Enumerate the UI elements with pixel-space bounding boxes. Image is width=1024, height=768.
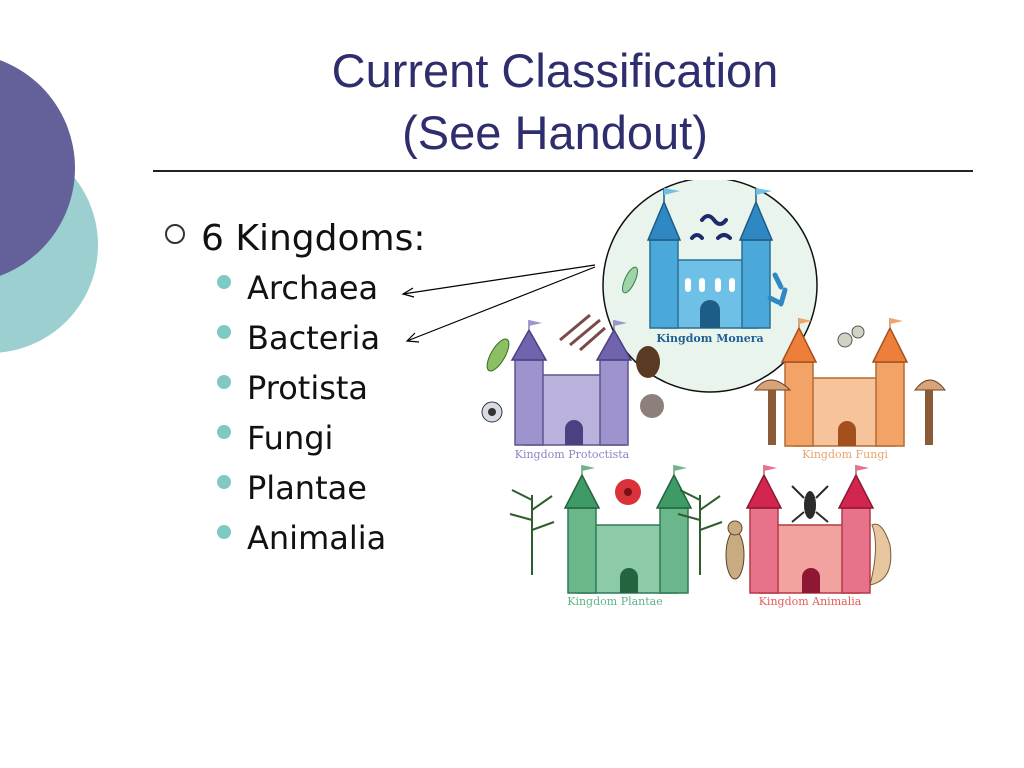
label-fungi: Kingdom Fungi bbox=[802, 448, 888, 461]
pointer-arrows bbox=[401, 264, 596, 343]
fungi-castle-group: Kingdom Fungi bbox=[753, 318, 947, 461]
label-animalia: Kingdom Animalia bbox=[759, 595, 862, 608]
item-text: Archaea bbox=[247, 269, 379, 307]
dot-bullet-icon bbox=[217, 325, 231, 339]
slide-title: Current Classification (See Handout) bbox=[200, 40, 910, 164]
title-line-1: Current Classification bbox=[331, 44, 779, 97]
monera-castle-group: Kingdom Monera bbox=[602, 180, 818, 393]
dot-bullet-icon bbox=[217, 275, 231, 289]
item-text: Animalia bbox=[247, 519, 387, 557]
protoctista-castle-group: Kingdom Protoctista bbox=[481, 313, 664, 461]
label-monera: Kingdom Monera bbox=[656, 332, 763, 345]
item-text: Plantae bbox=[247, 469, 367, 507]
dot-bullet-icon bbox=[217, 425, 231, 439]
dot-bullet-icon bbox=[217, 475, 231, 489]
plantae-castle-group: Kingdom Plantae bbox=[509, 465, 723, 608]
list-item-animalia: Animalia bbox=[217, 513, 425, 563]
list-item-bacteria: Bacteria bbox=[217, 313, 425, 363]
label-plantae: Kingdom Plantae bbox=[567, 595, 663, 608]
bullet-text: 6 Kingdoms: bbox=[201, 217, 426, 259]
item-text: Protista bbox=[247, 369, 369, 407]
list-item-fungi: Fungi bbox=[217, 413, 425, 463]
item-text: Fungi bbox=[247, 419, 334, 457]
title-divider bbox=[153, 170, 973, 172]
item-text: Bacteria bbox=[247, 319, 381, 357]
bullet-kingdoms: 6 Kingdoms: bbox=[165, 213, 425, 263]
title-line-2: (See Handout) bbox=[402, 106, 708, 159]
dot-bullet-icon bbox=[217, 525, 231, 539]
kingdoms-castle-illustration: Kingdom Monera Kingdom Protoctista bbox=[481, 180, 947, 608]
dot-bullet-icon bbox=[217, 375, 231, 389]
bullet-list: 6 Kingdoms: Archaea Bacteria Protista Fu… bbox=[165, 213, 425, 563]
decorative-circles bbox=[0, 60, 98, 353]
list-item-archaea: Archaea bbox=[217, 263, 425, 313]
list-item-plantae: Plantae bbox=[217, 463, 425, 513]
hollow-circle-bullet-icon bbox=[165, 224, 185, 244]
list-item-protista: Protista bbox=[217, 363, 425, 413]
kingdom-list: Archaea Bacteria Protista Fungi Plantae … bbox=[165, 263, 425, 563]
label-protoctista: Kingdom Protoctista bbox=[515, 448, 630, 461]
animalia-castle-group: Kingdom Animalia bbox=[725, 465, 892, 608]
